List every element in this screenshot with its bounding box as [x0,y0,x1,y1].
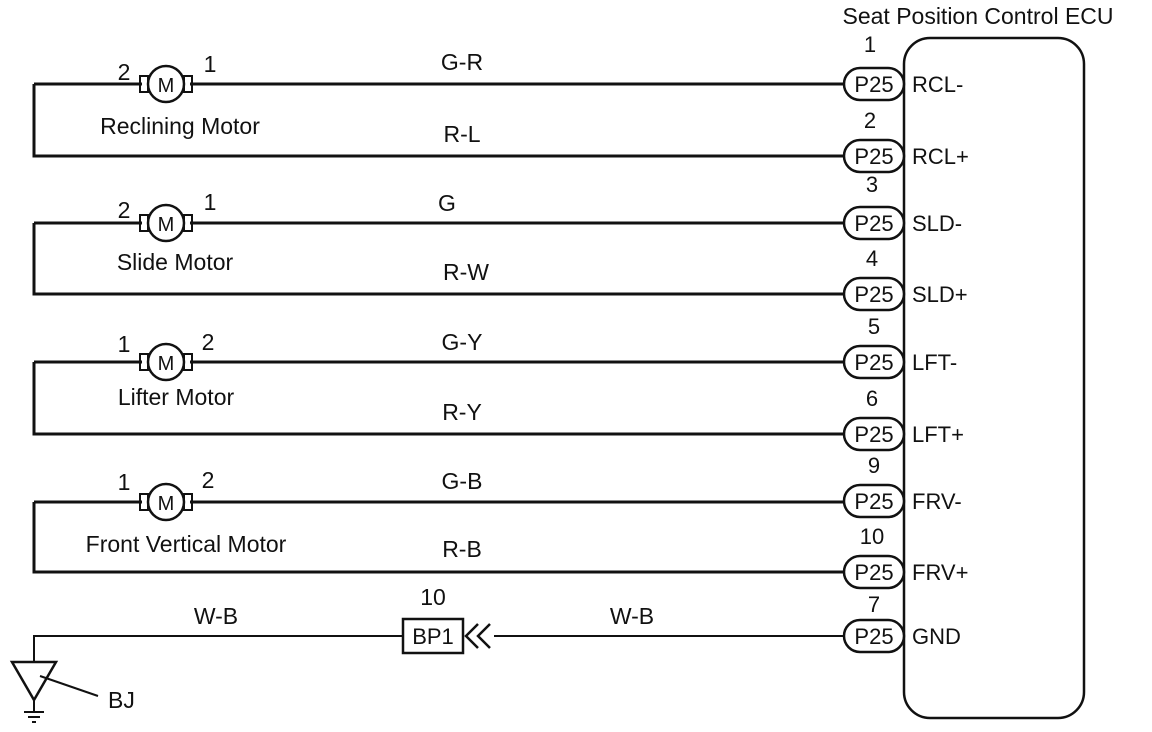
connector-label: P25 [854,624,893,649]
motor-circuit-slide: M 2 1 Slide Motor G R-W 3 P25 SLD- 4 P25… [32,172,968,312]
motor-circuit-reclining: M 2 1 Reclining Motor G-R R-L 1 P25 RCL-… [32,32,969,174]
connector-p25 [842,554,906,590]
connector-label: P25 [854,489,893,514]
ground-point-label: BJ [108,687,135,713]
ecu-terminal: FRV+ [912,560,968,585]
motor-icon: M [139,64,193,104]
connector-p25 [842,416,906,452]
motor-label: Front Vertical Motor [86,531,287,557]
motor-pin-left: 2 [118,59,131,85]
wire-color-label: R-B [442,536,482,562]
return-wire [32,502,848,574]
motor-pin-left: 2 [118,197,131,223]
wire-color-label: G-Y [442,329,483,355]
ecu-terminal: RCL- [912,72,963,97]
ecu-pin-number: 2 [864,108,876,133]
motor-circuit-front-vertical: M 1 2 Front Vertical Motor G-B R-B 9 P25… [32,453,968,590]
connector-label: P25 [854,422,893,447]
connector-p25 [842,344,906,380]
motor-label: Lifter Motor [118,384,235,410]
ecu-box [902,36,1086,720]
ecu-terminal: SLD+ [912,282,968,307]
junction-pin-number: 10 [420,584,446,610]
return-wire [32,362,848,436]
motor-icon: M [139,482,193,522]
ecu-pin-number: 1 [864,32,876,57]
ecu-pin-number: 7 [868,592,880,617]
motor-pin-left: 1 [118,331,131,357]
connector-label: P25 [854,211,893,236]
connector-p25 [842,66,906,102]
ground-circuit: 7 P25 GND W-B BP1 10 W-B BJ [9,584,961,723]
motor-pin-right: 1 [204,51,217,77]
connector-label: P25 [854,282,893,307]
motor-label: Slide Motor [117,249,234,275]
return-wire [32,84,848,158]
motor-pin-right: 2 [202,329,215,355]
connector-p25 [842,483,906,519]
ground-wire [33,635,403,662]
wire-color-label: R-W [443,259,489,285]
svg-text:M: M [158,214,175,236]
ecu-terminal: SLD- [912,211,962,236]
ecu-pin-number: 10 [860,524,884,549]
connector-label: P25 [854,560,893,585]
wire-color-label: G-B [442,468,483,494]
ecu-terminal: FRV- [912,489,962,514]
ecu-title: Seat Position Control ECU [842,3,1113,29]
wire-color-label: R-Y [442,399,482,425]
ecu-terminal: RCL+ [912,144,969,169]
motor-pin-left: 1 [118,469,131,495]
ecu-pin-number: 9 [868,453,880,478]
junction-label: BP1 [412,624,454,649]
ecu-terminal: GND [912,624,961,649]
ground-icon [9,660,59,723]
return-wire [32,223,848,296]
motor-pin-right: 2 [202,467,215,493]
ecu-pin-number: 5 [868,314,880,339]
motor-icon: M [139,342,193,382]
motor-circuit-lifter: M 1 2 Lifter Motor G-Y R-Y 5 P25 LFT- 6 … [32,314,964,452]
wire-color-label: R-L [443,121,480,147]
svg-text:M: M [158,75,175,97]
motor-label: Reclining Motor [100,113,260,139]
svg-text:M: M [158,353,175,375]
ecu-pin-number: 3 [866,172,878,197]
wire-color-label: W-B [194,603,238,629]
wire-color-label: W-B [610,603,654,629]
motor-pin-right: 1 [204,189,217,215]
connector-label: P25 [854,144,893,169]
connector-arrow-icon [464,623,491,649]
connector-p25 [842,138,906,174]
ground-leader-line [39,675,99,697]
ecu-pin-number: 4 [866,246,878,271]
connector-p25 [842,205,906,241]
svg-text:M: M [158,493,175,515]
connector-label: P25 [854,350,893,375]
wire-color-label: G-R [441,49,483,75]
connector-p25 [842,276,906,312]
wire-color-label: G [438,190,456,216]
ecu-terminal: LFT+ [912,422,964,447]
connector-label: P25 [854,72,893,97]
ecu-terminal: LFT- [912,350,957,375]
ecu-pin-number: 6 [866,386,878,411]
motor-icon: M [139,203,193,243]
